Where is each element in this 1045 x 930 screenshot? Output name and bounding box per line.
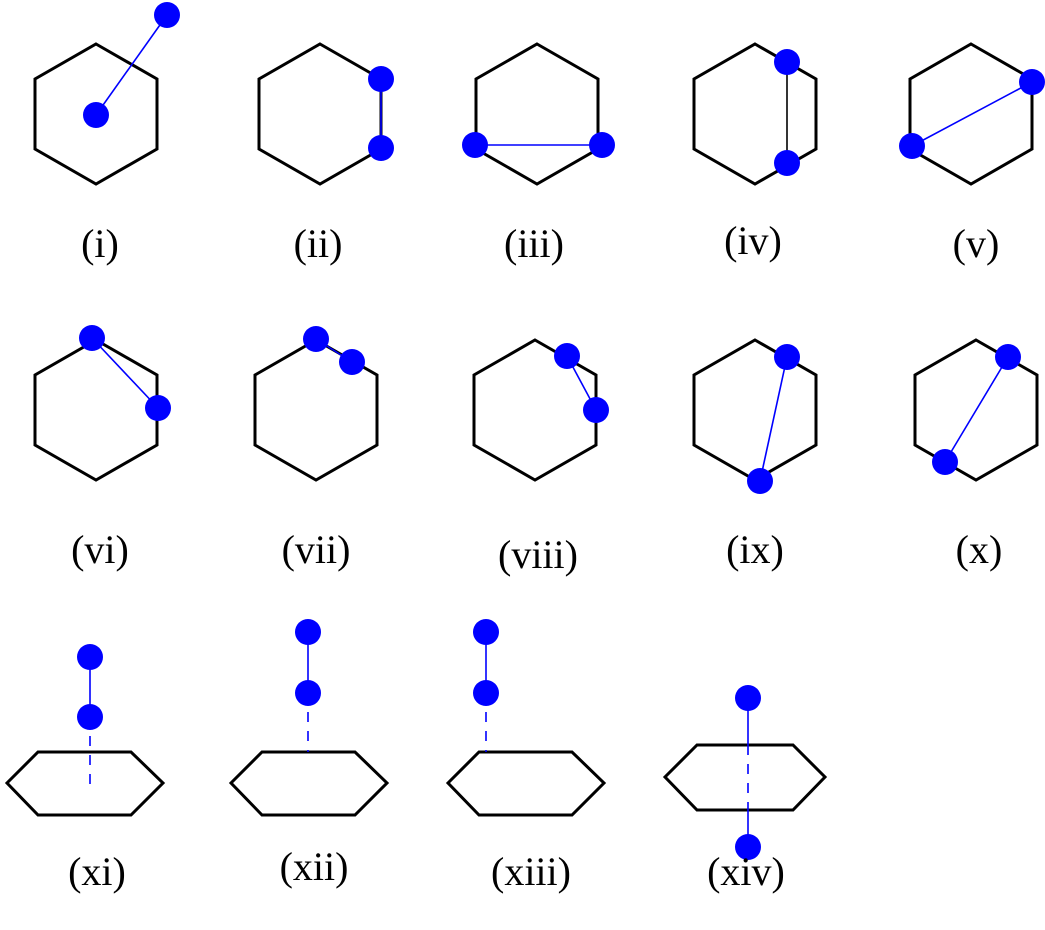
panel-label: (vi) [71, 527, 129, 572]
atom [1019, 69, 1045, 95]
panel-label: (ix) [726, 527, 784, 572]
panel-label: (v) [953, 221, 1000, 266]
atom [368, 135, 394, 161]
panel-label: (xiv) [707, 849, 785, 894]
panel-vi: (vi) [33, 325, 171, 572]
panel-label: (iii) [504, 221, 564, 266]
atom [368, 66, 394, 92]
atom [83, 102, 109, 128]
atom [154, 2, 180, 28]
atom [339, 349, 365, 375]
hexagon-ring [228, 750, 390, 817]
atom [145, 395, 171, 421]
atom [774, 150, 800, 176]
bond [911, 81, 1033, 147]
panel-label: (xi) [68, 849, 126, 894]
atom [583, 397, 609, 423]
atom [995, 344, 1021, 370]
bond [95, 14, 168, 116]
panel-label: (xii) [280, 844, 349, 889]
panel-xiv: (xiv) [662, 685, 828, 894]
atom [735, 834, 761, 860]
panel-label: (i) [81, 221, 119, 266]
atom [899, 133, 925, 159]
panel-ix: (ix) [692, 338, 818, 572]
panel-label: (viii) [498, 532, 578, 577]
hexagon-ring [257, 42, 383, 186]
panel-label: (xiii) [491, 849, 571, 894]
atom [79, 325, 105, 351]
bond [759, 356, 788, 482]
atom [735, 685, 761, 711]
panel-v: (v) [899, 42, 1045, 266]
atom [462, 132, 488, 158]
atom [554, 343, 580, 369]
hexagon-ring [662, 743, 828, 812]
atom [295, 619, 321, 645]
atom [932, 449, 958, 475]
panel-vii: (vii) [253, 326, 379, 572]
panel-x: (x) [913, 338, 1039, 572]
atom [77, 704, 103, 730]
panel-label: (ii) [294, 221, 343, 266]
panel-label: (x) [956, 527, 1003, 572]
hexagon-ring [472, 338, 598, 482]
panel-xi: (xi) [4, 644, 166, 894]
hexagon-ring [4, 750, 166, 817]
hexagon-ring [692, 42, 818, 186]
hexagon-ring [33, 42, 159, 186]
panel-viii: (viii) [472, 338, 609, 577]
atom [774, 344, 800, 370]
panel-xiii: (xiii) [445, 619, 607, 894]
hexagon-ring [913, 338, 1039, 482]
panel-iii: (iii) [462, 42, 615, 266]
panel-label: (vii) [282, 527, 351, 572]
atom [303, 326, 329, 352]
hexagon-ring [253, 338, 379, 482]
bond [91, 337, 159, 409]
atom [774, 49, 800, 75]
panel-iv: (iv) [692, 42, 818, 263]
hexagon-ring [33, 338, 159, 482]
bond [944, 356, 1009, 463]
atom [589, 132, 615, 158]
panel-xii: (xii) [228, 619, 390, 889]
panel-i: (i) [33, 2, 180, 266]
hexagon-ring [445, 750, 607, 817]
atom [747, 468, 773, 494]
panel-ii: (ii) [257, 42, 394, 266]
atom [473, 680, 499, 706]
atom [295, 680, 321, 706]
atom [473, 619, 499, 645]
atom [77, 644, 103, 670]
hexagon-ring [474, 42, 600, 186]
panel-label: (iv) [724, 218, 782, 263]
